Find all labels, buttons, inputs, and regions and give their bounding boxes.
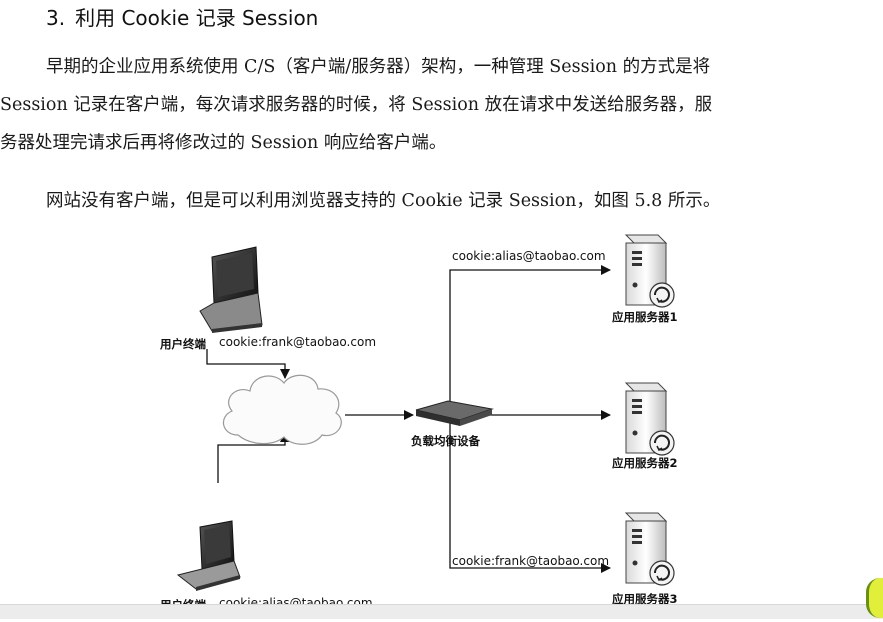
server2-label: 应用服务器2 bbox=[612, 456, 678, 470]
connector-lines bbox=[206, 265, 611, 573]
paragraph-cs-architecture: 早期的企业应用系统使用 C/S（客户端/服务器）架构，一种管理 Session … bbox=[0, 48, 860, 162]
server3-cookie: cookie:frank@taobao.com bbox=[452, 554, 610, 568]
bottom-scroll-bar[interactable] bbox=[0, 604, 883, 619]
laptop-icon bbox=[199, 246, 263, 333]
arrow-user1-to-cloud bbox=[206, 349, 290, 379]
corner-decoration bbox=[866, 578, 883, 618]
paragraph-line: 网站没有客户端，但是可以利用浏览器支持的 Cookie 记录 Session，如… bbox=[46, 191, 721, 211]
cloud-icon bbox=[222, 374, 342, 445]
load-balancer-icon bbox=[415, 400, 494, 426]
paragraph-line: 早期的企业应用系统使用 C/S（客户端/服务器）架构，一种管理 Session … bbox=[46, 57, 711, 77]
paragraph-line: 务器处理完请求后再将修改过的 Session 响应给客户端。 bbox=[0, 133, 447, 153]
server1-label: 应用服务器1 bbox=[612, 310, 678, 324]
paragraph-website-cookie: 网站没有客户端，但是可以利用浏览器支持的 Cookie 记录 Session，如… bbox=[0, 182, 860, 220]
section-heading: 3. 利用 Cookie 记录 Session bbox=[46, 2, 318, 31]
server-icon bbox=[624, 234, 675, 308]
server-icon bbox=[624, 512, 675, 586]
arrow-to-server3 bbox=[449, 422, 611, 573]
user-terminal-1-cookie: cookie:frank@taobao.com bbox=[219, 335, 377, 349]
server-icon bbox=[624, 382, 675, 456]
user-terminal-1-label: 用户终端 bbox=[160, 337, 206, 351]
diagram-canvas bbox=[176, 234, 675, 591]
load-balancer-label: 负载均衡设备 bbox=[411, 434, 480, 448]
cookie-session-diagram: 用户终端 cookie:frank@taobao.com 用户终端 cookie… bbox=[0, 225, 883, 618]
server1-cookie: cookie:alias@taobao.com bbox=[452, 249, 606, 263]
section-title: 利用 Cookie 记录 Session bbox=[75, 6, 319, 30]
arrow-to-server1 bbox=[449, 265, 611, 415]
paragraph-line: Session 记录在客户端，每次请求服务器的时候，将 Session 放在请求… bbox=[0, 95, 713, 115]
server3-label: 应用服务器3 bbox=[612, 592, 678, 606]
laptop-icon bbox=[176, 520, 241, 591]
section-number: 3. bbox=[46, 6, 66, 30]
